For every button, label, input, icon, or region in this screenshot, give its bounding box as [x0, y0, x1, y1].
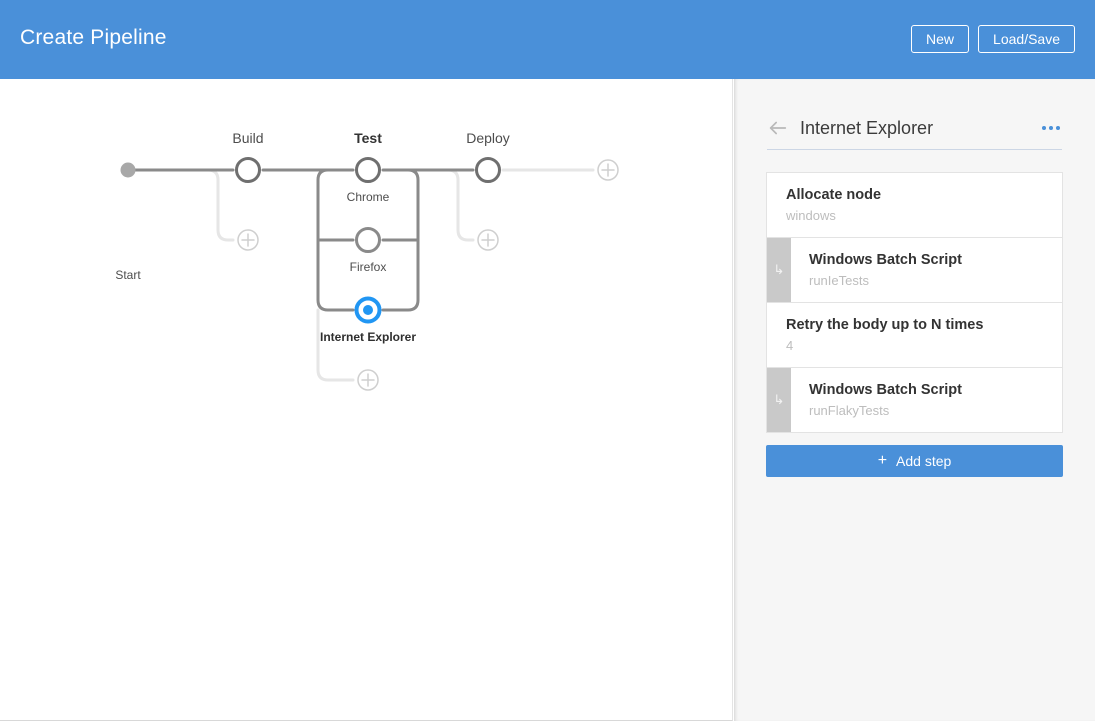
app-header-bar: Create Pipeline New Load/Save	[0, 0, 1095, 79]
step-item[interactable]: ↳ Windows Batch Script runFlakyTests	[767, 368, 1062, 432]
step-title: Allocate node	[786, 187, 882, 203]
add-button-after-test	[477, 229, 499, 251]
ellipsis-dot-3	[1056, 126, 1060, 130]
app-header-actions: New Load/Save	[911, 25, 1075, 53]
add-step-label: Add step	[896, 453, 952, 469]
stage-label-deploy[interactable]: Deploy	[466, 130, 510, 146]
stage-node-test	[355, 157, 381, 183]
stage-label-test[interactable]: Test	[354, 130, 382, 146]
step-nesting-indicator-icon: ↳	[767, 368, 791, 432]
step-detail-panel: Internet Explorer Allocate node windows …	[734, 79, 1095, 721]
step-content: Allocate node windows	[767, 173, 1062, 237]
branch-label-internet-explorer[interactable]: Internet Explorer	[319, 330, 417, 344]
panel-header-divider	[767, 149, 1062, 150]
step-subtitle: runIeTests	[809, 273, 869, 288]
load-save-button[interactable]: Load/Save	[978, 25, 1075, 53]
step-content: Retry the body up to N times 4	[767, 303, 1062, 367]
branch-label-chrome[interactable]: Chrome	[346, 190, 390, 204]
add-step-button[interactable]: + Add step	[766, 445, 1063, 477]
step-item[interactable]: Allocate node windows	[767, 173, 1062, 238]
stage-label-build[interactable]: Build	[232, 130, 264, 146]
panel-header: Internet Explorer	[767, 112, 1062, 144]
branch-node-internet-explorer-dot	[363, 305, 373, 315]
step-content: Windows Batch Script runIeTests	[791, 238, 1062, 302]
plus-icon: +	[877, 452, 888, 469]
step-subtitle: windows	[786, 208, 836, 223]
step-title: Retry the body up to N times	[786, 317, 984, 333]
stage-node-build	[235, 157, 261, 183]
add-buttons	[237, 159, 619, 391]
ellipsis-icon[interactable]	[1040, 122, 1062, 134]
step-item[interactable]: Retry the body up to N times 4	[767, 303, 1062, 368]
step-title: Windows Batch Script	[809, 252, 962, 268]
pipeline-graph	[120, 157, 619, 391]
pipeline-start-label: Start	[115, 268, 141, 282]
pipeline-start-node	[120, 162, 136, 178]
step-subtitle: runFlakyTests	[809, 403, 890, 418]
app-title: Create Pipeline	[20, 26, 167, 49]
pipeline-canvas[interactable]: Start Build Test Deploy Chrome Firefox I…	[0, 79, 733, 721]
add-button-after-start	[237, 229, 259, 251]
back-arrow-icon[interactable]	[767, 117, 789, 139]
step-nesting-indicator-icon: ↳	[767, 238, 791, 302]
step-title: Windows Batch Script	[809, 382, 962, 398]
step-item[interactable]: ↳ Windows Batch Script runIeTests	[767, 238, 1062, 303]
add-button-after-deploy	[597, 159, 619, 181]
add-button-parallel-branch	[357, 369, 379, 391]
ellipsis-dot-1	[1042, 126, 1046, 130]
new-button[interactable]: New	[911, 25, 970, 53]
branch-node-firefox	[355, 227, 381, 253]
panel-title: Internet Explorer	[800, 117, 934, 138]
ellipsis-dot-2	[1049, 126, 1053, 130]
stage-node-deploy	[475, 157, 501, 183]
step-subtitle: 4	[786, 338, 794, 353]
branch-label-firefox[interactable]: Firefox	[349, 260, 387, 274]
step-list: Allocate node windows ↳ Windows Batch Sc…	[766, 172, 1063, 433]
step-content: Windows Batch Script runFlakyTests	[791, 368, 1062, 432]
